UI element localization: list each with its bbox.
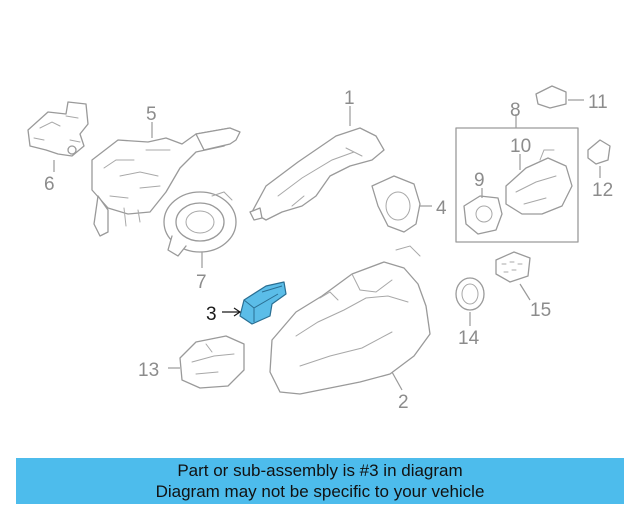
callout-12: 12 [592,180,613,201]
part-11-clip[interactable] [535,85,584,109]
parts-diagram: 6 5 7 1 4 [27,85,613,413]
callout-5: 5 [146,104,157,125]
part-5-combination-switch[interactable] [91,122,241,237]
part-13-module[interactable] [168,335,245,389]
banner-line-2: Diagram may not be specific to your vehi… [155,482,485,501]
callout-3: 3 [206,304,217,325]
banner-line-1: Part or sub-assembly is #3 in diagram [177,461,463,480]
callout-7: 7 [196,272,207,293]
callout-4: 4 [436,198,447,219]
callout-1: 1 [344,88,355,109]
callout-6: 6 [44,174,55,195]
info-banner: Part or sub-assembly is #3 in diagram Di… [16,458,624,504]
part-15-connector[interactable] [495,251,531,301]
part-12-cap[interactable] [587,139,611,178]
callout-11: 11 [588,92,608,113]
part-8-ignition-group[interactable] [455,114,579,243]
part-7-clock-spring[interactable] [163,191,237,268]
part-14-ring[interactable] [455,277,485,326]
part-3-bracket-highlighted[interactable] [222,281,287,325]
callout-13: 13 [138,360,159,381]
callout-8: 8 [510,100,521,121]
callout-10: 10 [510,136,531,157]
part-1-upper-cover[interactable] [249,106,385,221]
callout-9: 9 [474,170,485,191]
callout-15: 15 [530,300,551,321]
part-6-switch[interactable] [27,101,89,172]
part-2-lower-cover[interactable] [269,245,431,395]
part-4-trim-ring[interactable] [371,175,432,233]
callout-2: 2 [398,392,409,413]
callout-14: 14 [458,328,480,349]
